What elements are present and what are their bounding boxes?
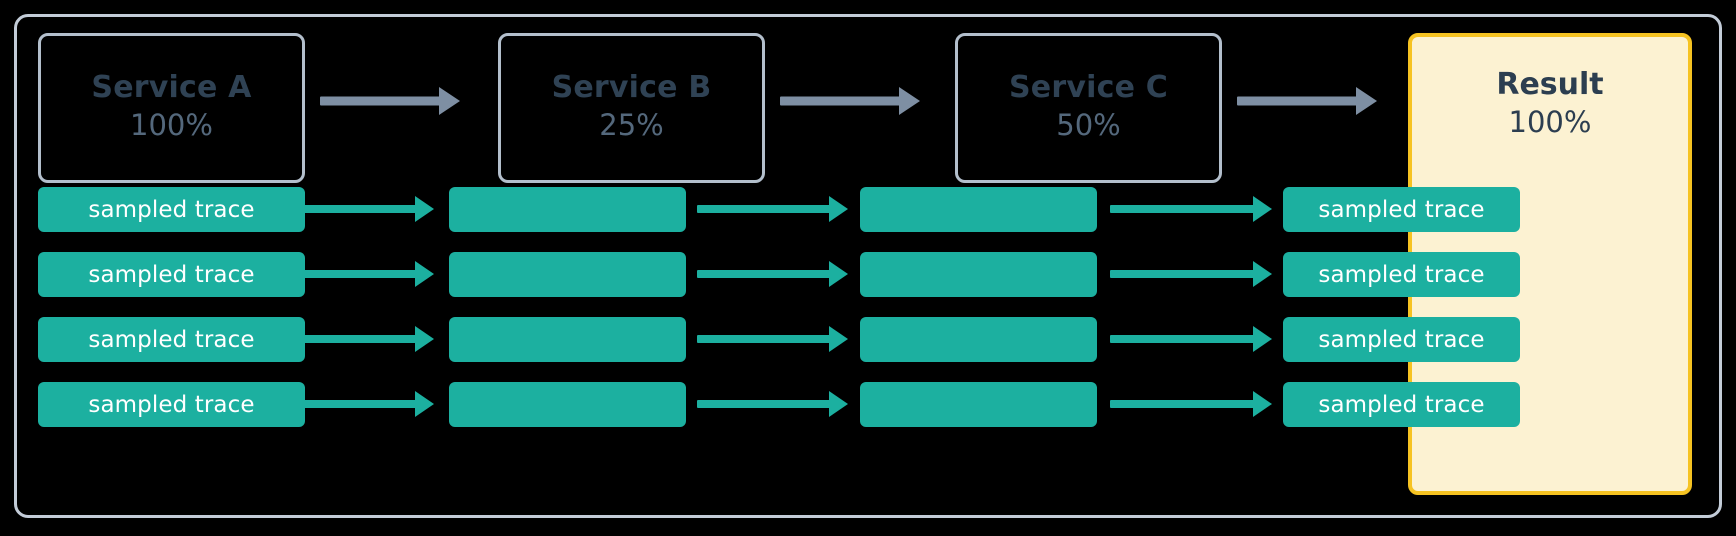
trace-bar[interactable]: sampled trace — [38, 382, 305, 427]
arrow-shaft — [697, 205, 830, 213]
trace-label: sampled trace — [88, 196, 255, 223]
trace-bar[interactable] — [449, 317, 686, 362]
trace-bar[interactable]: sampled trace — [1283, 252, 1520, 297]
service-box-service-c[interactable]: Service C 50% — [955, 33, 1222, 183]
service-title: Service C — [1009, 69, 1168, 105]
result-title: Result — [1496, 67, 1604, 102]
arrow-shaft — [283, 270, 416, 278]
service-box-service-a[interactable]: Service A 100% — [38, 33, 305, 183]
trace-bar[interactable] — [860, 187, 1097, 232]
trace-bar[interactable] — [860, 317, 1097, 362]
arrow-shaft — [283, 335, 416, 343]
trace-bar[interactable] — [860, 382, 1097, 427]
arrow-shaft — [1110, 335, 1254, 343]
diagram-outer-frame — [14, 14, 1722, 518]
arrow-shaft — [1110, 400, 1254, 408]
result-percent: 100% — [1508, 105, 1592, 139]
arrow-shaft — [1237, 96, 1357, 106]
arrow-shaft — [320, 96, 440, 106]
arrow-head-icon — [415, 391, 434, 417]
trace-bar[interactable]: sampled trace — [38, 317, 305, 362]
arrow-shaft — [780, 96, 900, 106]
trace-label: sampled trace — [1318, 326, 1485, 353]
service-title: Service A — [91, 69, 252, 105]
trace-bar[interactable]: sampled trace — [1283, 382, 1520, 427]
arrow-shaft — [1110, 205, 1254, 213]
trace-bar[interactable] — [449, 187, 686, 232]
trace-bar[interactable]: sampled trace — [38, 252, 305, 297]
service-box-service-b[interactable]: Service B 25% — [498, 33, 765, 183]
trace-label: sampled trace — [1318, 196, 1485, 223]
arrow-head-icon — [1253, 326, 1272, 352]
arrow-head-icon — [829, 326, 848, 352]
service-percent: 25% — [599, 108, 664, 143]
arrow-shaft — [283, 205, 416, 213]
arrow-shaft — [697, 270, 830, 278]
service-title: Service B — [551, 69, 712, 105]
arrow-head-icon — [829, 391, 848, 417]
arrow-head-icon — [415, 326, 434, 352]
arrow-head-icon — [1253, 261, 1272, 287]
trace-label: sampled trace — [88, 391, 255, 418]
trace-label: sampled trace — [1318, 261, 1485, 288]
arrow-head-icon — [1253, 196, 1272, 222]
trace-bar[interactable]: sampled trace — [1283, 317, 1520, 362]
arrow-head-icon — [829, 196, 848, 222]
service-percent: 100% — [130, 108, 213, 143]
trace-bar[interactable] — [449, 252, 686, 297]
arrow-head-icon — [899, 87, 920, 115]
arrow-shaft — [1110, 270, 1254, 278]
arrow-shaft — [697, 400, 830, 408]
arrow-head-icon — [415, 196, 434, 222]
service-percent: 50% — [1056, 108, 1121, 143]
arrow-head-icon — [1356, 87, 1377, 115]
trace-bar[interactable]: sampled trace — [1283, 187, 1520, 232]
arrow-head-icon — [415, 261, 434, 287]
arrow-shaft — [283, 400, 416, 408]
trace-label: sampled trace — [1318, 391, 1485, 418]
trace-bar[interactable] — [449, 382, 686, 427]
trace-label: sampled trace — [88, 326, 255, 353]
arrow-shaft — [697, 335, 830, 343]
trace-bar[interactable] — [860, 252, 1097, 297]
arrow-head-icon — [439, 87, 460, 115]
trace-bar[interactable]: sampled trace — [38, 187, 305, 232]
arrow-head-icon — [1253, 391, 1272, 417]
arrow-head-icon — [829, 261, 848, 287]
trace-label: sampled trace — [88, 261, 255, 288]
